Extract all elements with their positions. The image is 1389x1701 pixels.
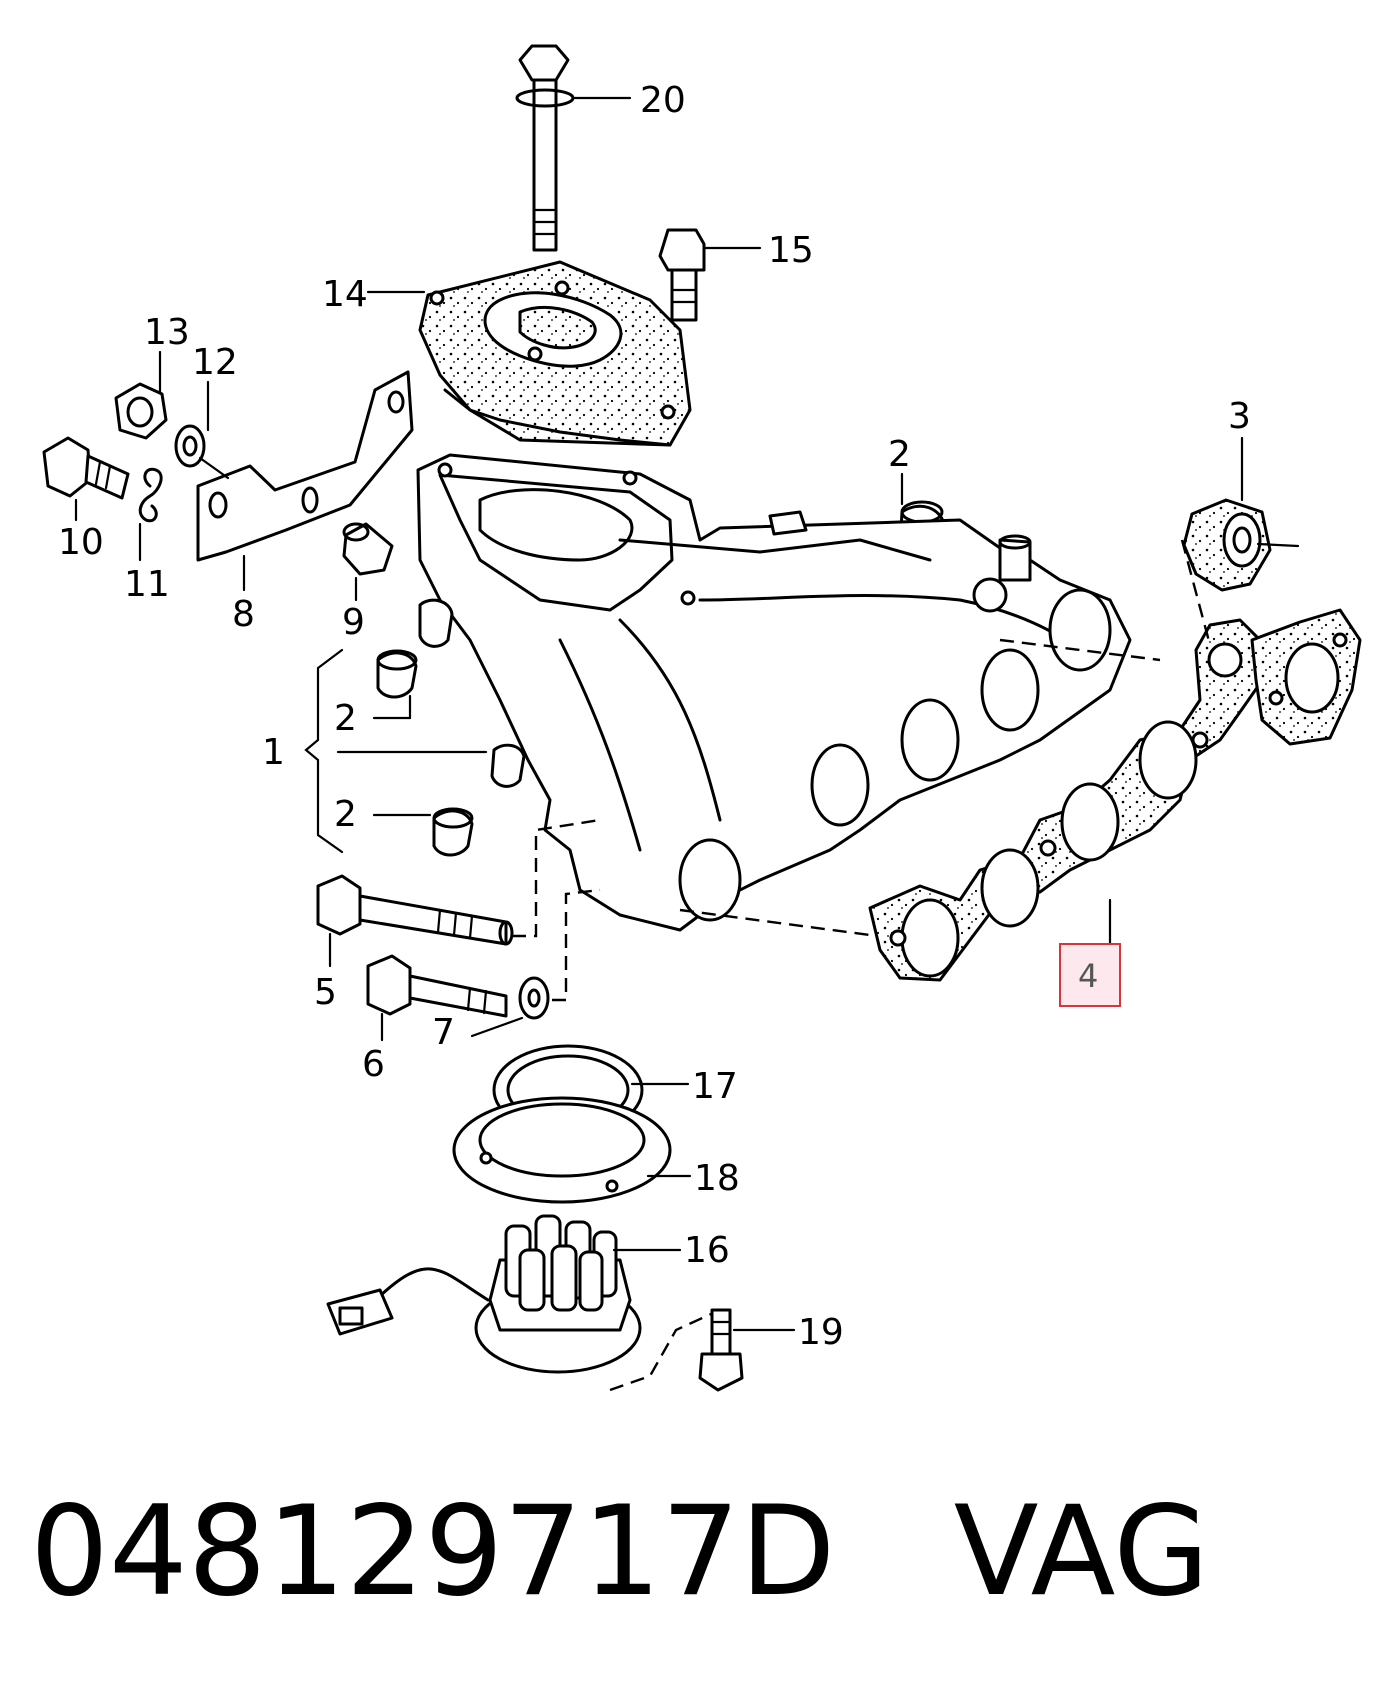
bolt-10 (42, 436, 130, 500)
bushing-2-mid (376, 649, 418, 699)
bracket-8 (196, 370, 414, 562)
clip-11 (138, 467, 163, 523)
callout-18: 18 (694, 1158, 740, 1199)
callout-3: 3 (1228, 396, 1251, 437)
bolt-6 (366, 954, 508, 1018)
leader-16-axis (609, 1308, 721, 1392)
injector-unit-16 (326, 1214, 642, 1374)
caption-gap (836, 1480, 954, 1624)
screw-19 (698, 1308, 744, 1392)
part-number-caption: 048129717D VAG (30, 1482, 1209, 1622)
washer-12 (174, 424, 206, 468)
cover-plate-14 (418, 260, 692, 447)
callout-19: 19 (798, 1312, 844, 1353)
bracket-1 (304, 648, 344, 854)
callout-5: 5 (314, 972, 337, 1013)
callout-16: 16 (684, 1230, 730, 1271)
plug-3 (1182, 498, 1300, 592)
callout-2-top: 2 (888, 434, 911, 475)
leader-5-axis (512, 818, 601, 938)
callout-6: 6 (362, 1044, 385, 1085)
bolt-5 (316, 874, 514, 946)
callout-8: 8 (232, 594, 255, 635)
gasket-4 (868, 618, 1270, 982)
intake-manifold (416, 453, 1132, 932)
callout-14: 14 (322, 274, 368, 315)
flange-gasket-18 (452, 1096, 672, 1204)
leader-7 (470, 1016, 524, 1038)
callout-9: 9 (342, 602, 365, 643)
callout-15: 15 (768, 230, 814, 271)
leader-7-axis (552, 888, 601, 1002)
exploded-parts-diagram: 20 15 14 13 12 10 11 8 9 2 3 1 2 2 4 5 6… (42, 44, 1362, 1392)
callout-7: 7 (432, 1012, 455, 1053)
callout-4: 4 (1078, 957, 1098, 995)
gasket-small (1250, 608, 1362, 746)
washer-7 (518, 976, 550, 1020)
callout-20: 20 (640, 80, 686, 121)
callout-13: 13 (144, 312, 190, 353)
callout-17: 17 (692, 1066, 738, 1107)
callout-11: 11 (124, 564, 170, 605)
callout-2-low: 2 (334, 794, 357, 835)
leader-gasket-plug (1180, 539, 1212, 646)
leader-manifold-gasket-b (999, 638, 1161, 662)
bolt-15 (658, 228, 706, 322)
sleeve-9 (342, 522, 394, 576)
callout-2-mid: 2 (334, 698, 357, 739)
part-number: 048129717D (30, 1480, 836, 1624)
brand: VAG (953, 1480, 1210, 1624)
callout-10: 10 (58, 522, 104, 563)
bolt-20 (515, 44, 575, 252)
callout-4-highlight (1059, 943, 1121, 1007)
callout-12: 12 (192, 342, 238, 383)
callout-1: 1 (262, 732, 285, 773)
leader-manifold-gasket-a (679, 908, 871, 937)
leader-12b (198, 456, 230, 480)
nut-13 (114, 382, 168, 440)
bushing-2-low (432, 807, 474, 857)
